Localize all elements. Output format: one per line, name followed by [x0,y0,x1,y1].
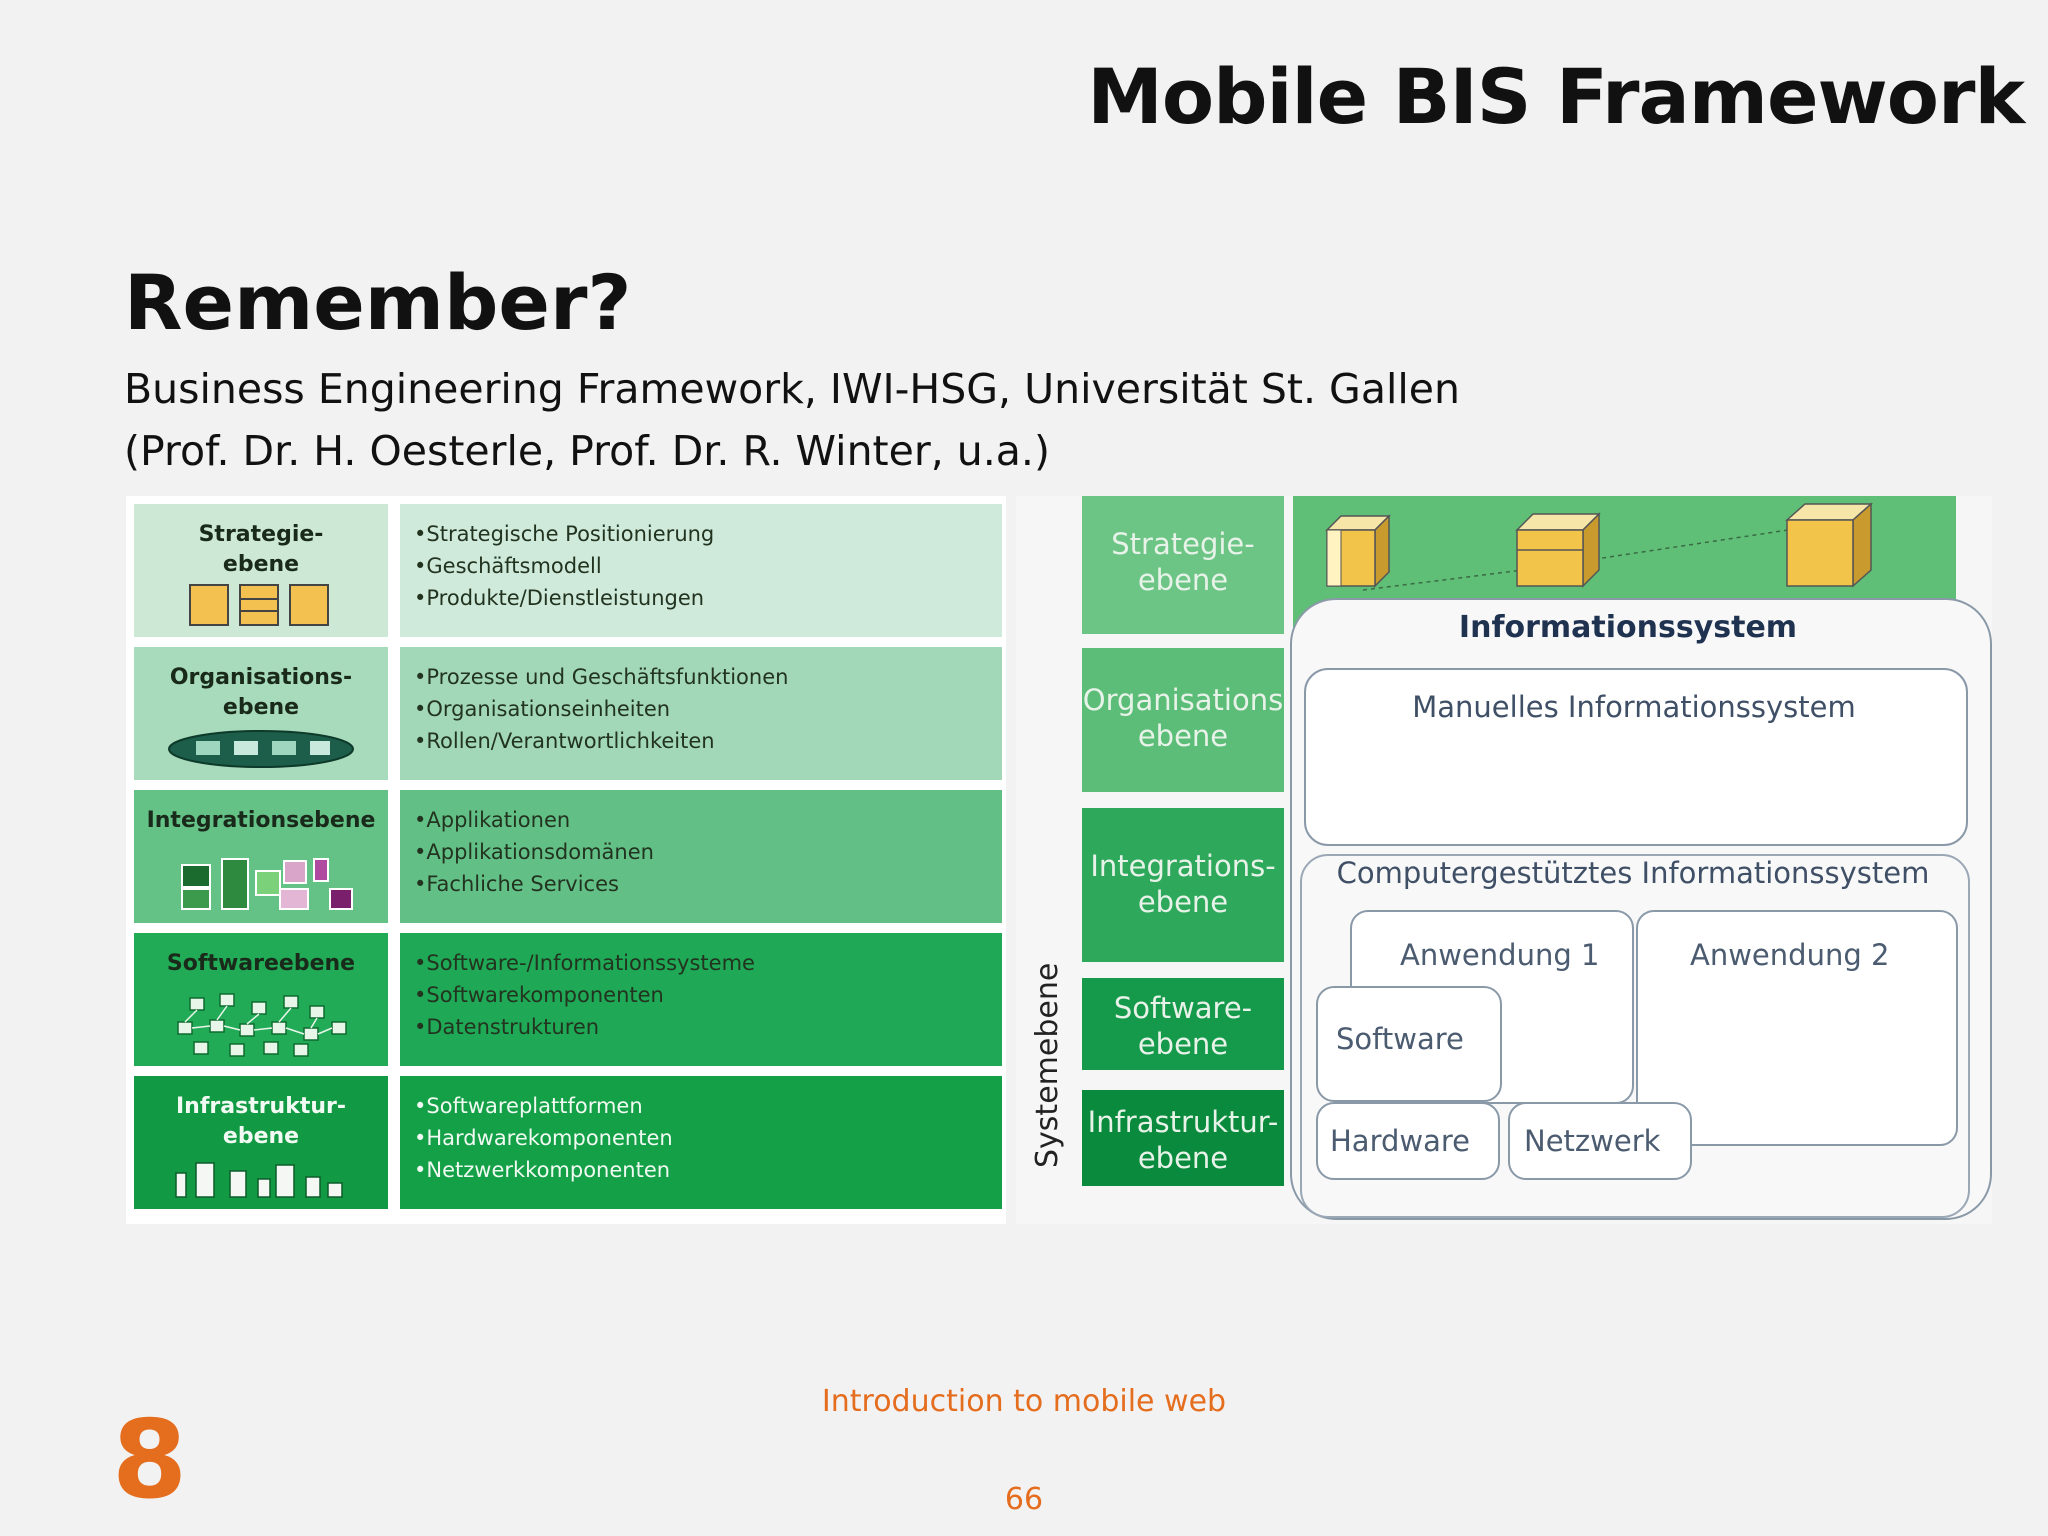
layer-desc-item: •Fachliche Services [414,872,619,896]
product-cubes-icon [1325,502,1873,591]
layer-desc-cell: •Prozesse und Geschäftsfunktionen •Organ… [400,647,1002,780]
layer-row-organisation: Organisations- ebene •Prozesse und Gesch… [134,647,1002,780]
business-engineering-framework-diagram: Strategie- ebene •Strategische Positioni… [126,496,1006,1224]
layer-row-strategy: Strategie- ebene •Strategische Positioni… [134,504,1002,637]
network-box [1508,1102,1692,1180]
layer-name-line: Softwareebene [166,951,356,976]
software-label: Software [1336,1022,1464,1056]
layer-name-line: Integrationsebene [146,808,376,833]
hardware-label: Hardware [1330,1124,1471,1158]
layer-desc-cell: •Strategische Positionierung •Geschäftsm… [400,504,1002,637]
layer-name-cell: Integrationsebene [134,790,388,923]
layer-name-line: ebene [222,552,300,577]
layer-desc-item: •Softwarekomponenten [414,983,664,1007]
computer-is-box [1300,854,1970,1218]
page-number: 66 [1004,1482,1044,1517]
system-layer-line: ebene [1137,563,1229,597]
system-layer-line: Strategie- [1111,527,1255,561]
computer-is-label: Computergestütztes Informationssystem [1336,856,1930,890]
system-layer-integration: Integrations- ebene [1082,808,1284,962]
layer-desc-item: •Geschäftsmodell [414,554,602,578]
system-layer-line: ebene [1137,719,1229,753]
layer-desc-cell: •Softwareplattformen •Hardwarekomponente… [400,1076,1002,1209]
layer-name-line: ebene [222,695,300,720]
layer-desc-item: •Organisationseinheiten [414,697,671,721]
system-layer-line: Infrastruktur- [1087,1105,1279,1139]
system-layer-line: Software- [1113,991,1253,1025]
layer-name-cell: Strategie- ebene [134,504,388,637]
layer-desc-item: •Softwareplattformen [414,1094,643,1118]
hardware-box [1316,1102,1500,1180]
layer-row-integration: Integrationsebene •Applikationen •Applik… [134,790,1002,923]
layer-name-cell: Softwareebene [134,933,388,1066]
layer-name-line: ebene [222,1124,300,1149]
hardware-devices-icon [175,1162,343,1198]
system-layer-infrastructure: Infrastruktur- ebene [1082,1090,1284,1186]
layer-desc-item: •Strategische Positionierung [414,522,715,546]
layer-name-line: Strategie- [198,522,324,547]
software-box [1316,986,1502,1102]
layer-desc-item: •Netzwerkkomponenten [414,1158,671,1182]
slide-title: Mobile BIS Framework [1087,52,2025,141]
layer-desc-item: •Applikationen [414,808,571,832]
system-layer-line: Integrations- [1090,849,1276,883]
process-chain-icon [168,730,354,768]
layer-desc-item: •Prozesse und Geschäftsfunktionen [414,665,789,689]
system-layer-line: ebene [1137,885,1229,919]
layer-desc-item: •Hardwarekomponenten [414,1126,673,1150]
layer-desc-item: •Rollen/Verantwortlichkeiten [414,729,715,753]
network-label: Netzwerk [1524,1124,1661,1158]
manual-is-label: Manuelles Informationssystem [1412,690,1856,724]
system-layer-software: Software- ebene [1082,978,1284,1070]
layer-desc-cell: •Software-/Informationssysteme •Software… [400,933,1002,1066]
system-layer-line: Organisations [1082,683,1284,717]
layer-name-cell: Organisations- ebene [134,647,388,780]
layer-desc-item: •Applikationsdomänen [414,840,654,864]
slide-heading: Remember? [124,258,632,347]
slide-number: 8 [112,1398,188,1523]
subtitle-line-1: Business Engineering Framework, IWI-HSG,… [124,365,1460,413]
software-components-icon [177,993,347,1057]
system-level-vertical-label: Systemebene [1030,962,1065,1168]
system-layer-line: ebene [1137,1027,1229,1061]
system-layer-organisation: Organisations ebene [1082,648,1284,792]
subtitle-line-2: (Prof. Dr. H. Oesterle, Prof. Dr. R. Win… [124,427,1050,475]
layer-desc-cell: •Applikationen •Applikationsdomänen •Fac… [400,790,1002,923]
application-2-box [1636,910,1958,1146]
manual-is-box [1304,668,1968,846]
layer-name-cell: Infrastruktur- ebene [134,1076,388,1209]
application-blocks-icon [181,858,353,910]
layer-row-infrastructure: Infrastruktur- ebene •Softwareplattforme… [134,1076,1002,1209]
layer-name-line: Infrastruktur- [175,1094,347,1119]
layer-desc-item: •Software-/Informationssysteme [414,951,755,975]
system-layer-strategy: Strategie- ebene [1082,496,1284,634]
layer-desc-item: •Produkte/Dienstleistungen [414,586,705,610]
product-boxes-icon [189,584,329,626]
information-system-title: Informationssystem [1458,610,1798,645]
footer-text: Introduction to mobile web [821,1384,1227,1419]
system-layer-line: ebene [1137,1141,1229,1175]
layer-row-software: Softwareebene [134,933,1002,1066]
application-2-label: Anwendung 2 [1690,938,1890,972]
layer-name-line: Organisations- [169,665,353,690]
layer-desc-item: •Datenstrukturen [414,1015,600,1039]
application-1-label: Anwendung 1 [1400,938,1600,972]
